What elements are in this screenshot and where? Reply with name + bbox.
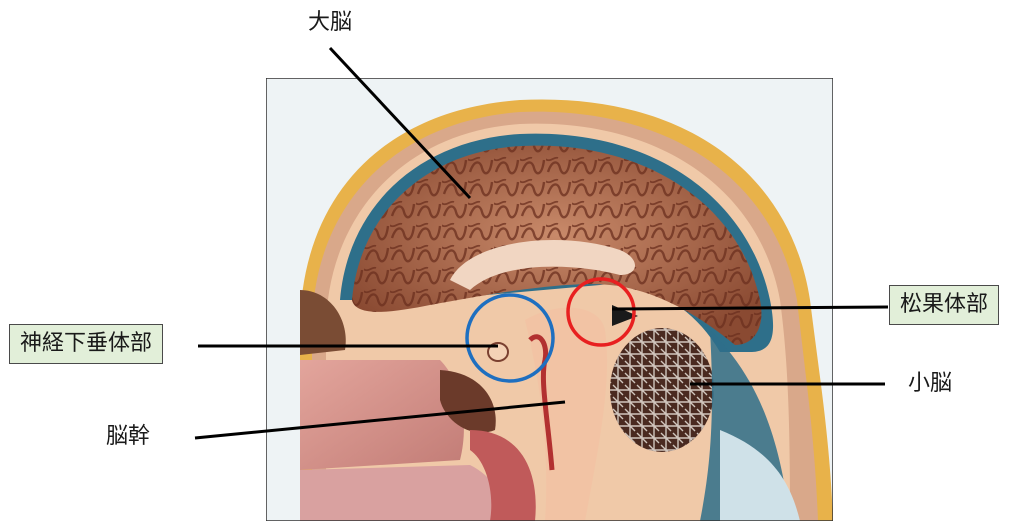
anatomy-illustration bbox=[266, 78, 833, 521]
label-pineal: 松果体部 bbox=[889, 285, 999, 325]
label-brainstem: 脳幹 bbox=[106, 426, 150, 448]
label-cerebellum: 小脳 bbox=[908, 373, 952, 395]
pineal-leader-line bbox=[612, 307, 888, 309]
label-neurohypophysis: 神経下垂体部 bbox=[9, 324, 163, 364]
label-cerebrum: 大脳 bbox=[308, 12, 352, 34]
